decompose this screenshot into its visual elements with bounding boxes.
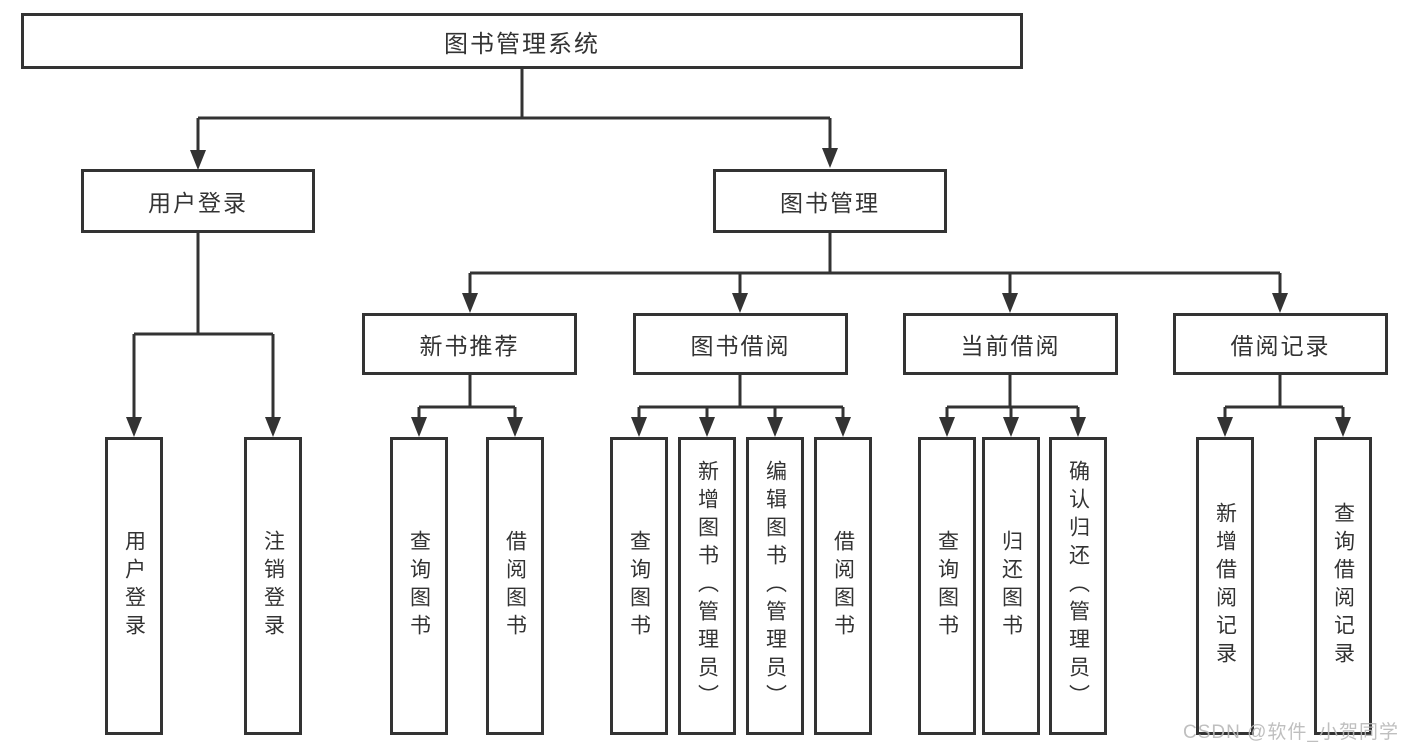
node-new-book-recommend: 新书推荐 <box>362 313 577 375</box>
node-user-login: 用户登录 <box>81 169 315 233</box>
leaf-confirm-return-admin: 确认归还（管理员） <box>1049 437 1107 735</box>
leaf-borrow-books-label: 借阅图书 <box>831 530 855 642</box>
leaf-query-books-current: 查询图书 <box>918 437 976 735</box>
leaf-query-borrow-record: 查询借阅记录 <box>1314 437 1372 735</box>
leaf-user-login-label: 用户登录 <box>122 530 146 642</box>
leaf-query-books-borrow: 查询图书 <box>610 437 668 735</box>
arrowheads <box>126 148 1351 437</box>
leaf-return-book-label: 归还图书 <box>999 530 1023 642</box>
node-root-library-system: 图书管理系统 <box>21 13 1023 69</box>
leaf-borrow-books-recommend: 借阅图书 <box>486 437 544 735</box>
leaf-query-books-recommend-label: 查询图书 <box>407 530 431 642</box>
leaf-return-book: 归还图书 <box>982 437 1040 735</box>
leaf-borrow-books-recommend-label: 借阅图书 <box>503 530 527 642</box>
leaf-add-book-admin: 新增图书（管理员） <box>678 437 736 735</box>
leaf-edit-book-admin-label: 编辑图书（管理员） <box>763 460 787 712</box>
leaf-confirm-return-admin-label: 确认归还（管理员） <box>1066 460 1090 712</box>
leaf-add-borrow-record: 新增借阅记录 <box>1196 437 1254 735</box>
leaf-logout: 注销登录 <box>244 437 302 735</box>
csdn-watermark: CSDN @软件_小贺同学 <box>1183 722 1399 743</box>
node-book-borrow: 图书借阅 <box>633 313 848 375</box>
node-borrow-records: 借阅记录 <box>1173 313 1388 375</box>
leaf-query-books-recommend: 查询图书 <box>390 437 448 735</box>
node-current-borrow: 当前借阅 <box>903 313 1118 375</box>
leaf-user-login: 用户登录 <box>105 437 163 735</box>
leaf-add-book-admin-label: 新增图书（管理员） <box>695 460 719 712</box>
leaf-query-borrow-record-label: 查询借阅记录 <box>1331 502 1355 670</box>
leaf-logout-label: 注销登录 <box>261 530 285 642</box>
node-book-management: 图书管理 <box>713 169 947 233</box>
leaf-query-books-borrow-label: 查询图书 <box>627 530 651 642</box>
leaf-edit-book-admin: 编辑图书（管理员） <box>746 437 804 735</box>
leaf-query-books-current-label: 查询图书 <box>935 530 959 642</box>
leaf-borrow-books: 借阅图书 <box>814 437 872 735</box>
leaf-add-borrow-record-label: 新增借阅记录 <box>1213 502 1237 670</box>
